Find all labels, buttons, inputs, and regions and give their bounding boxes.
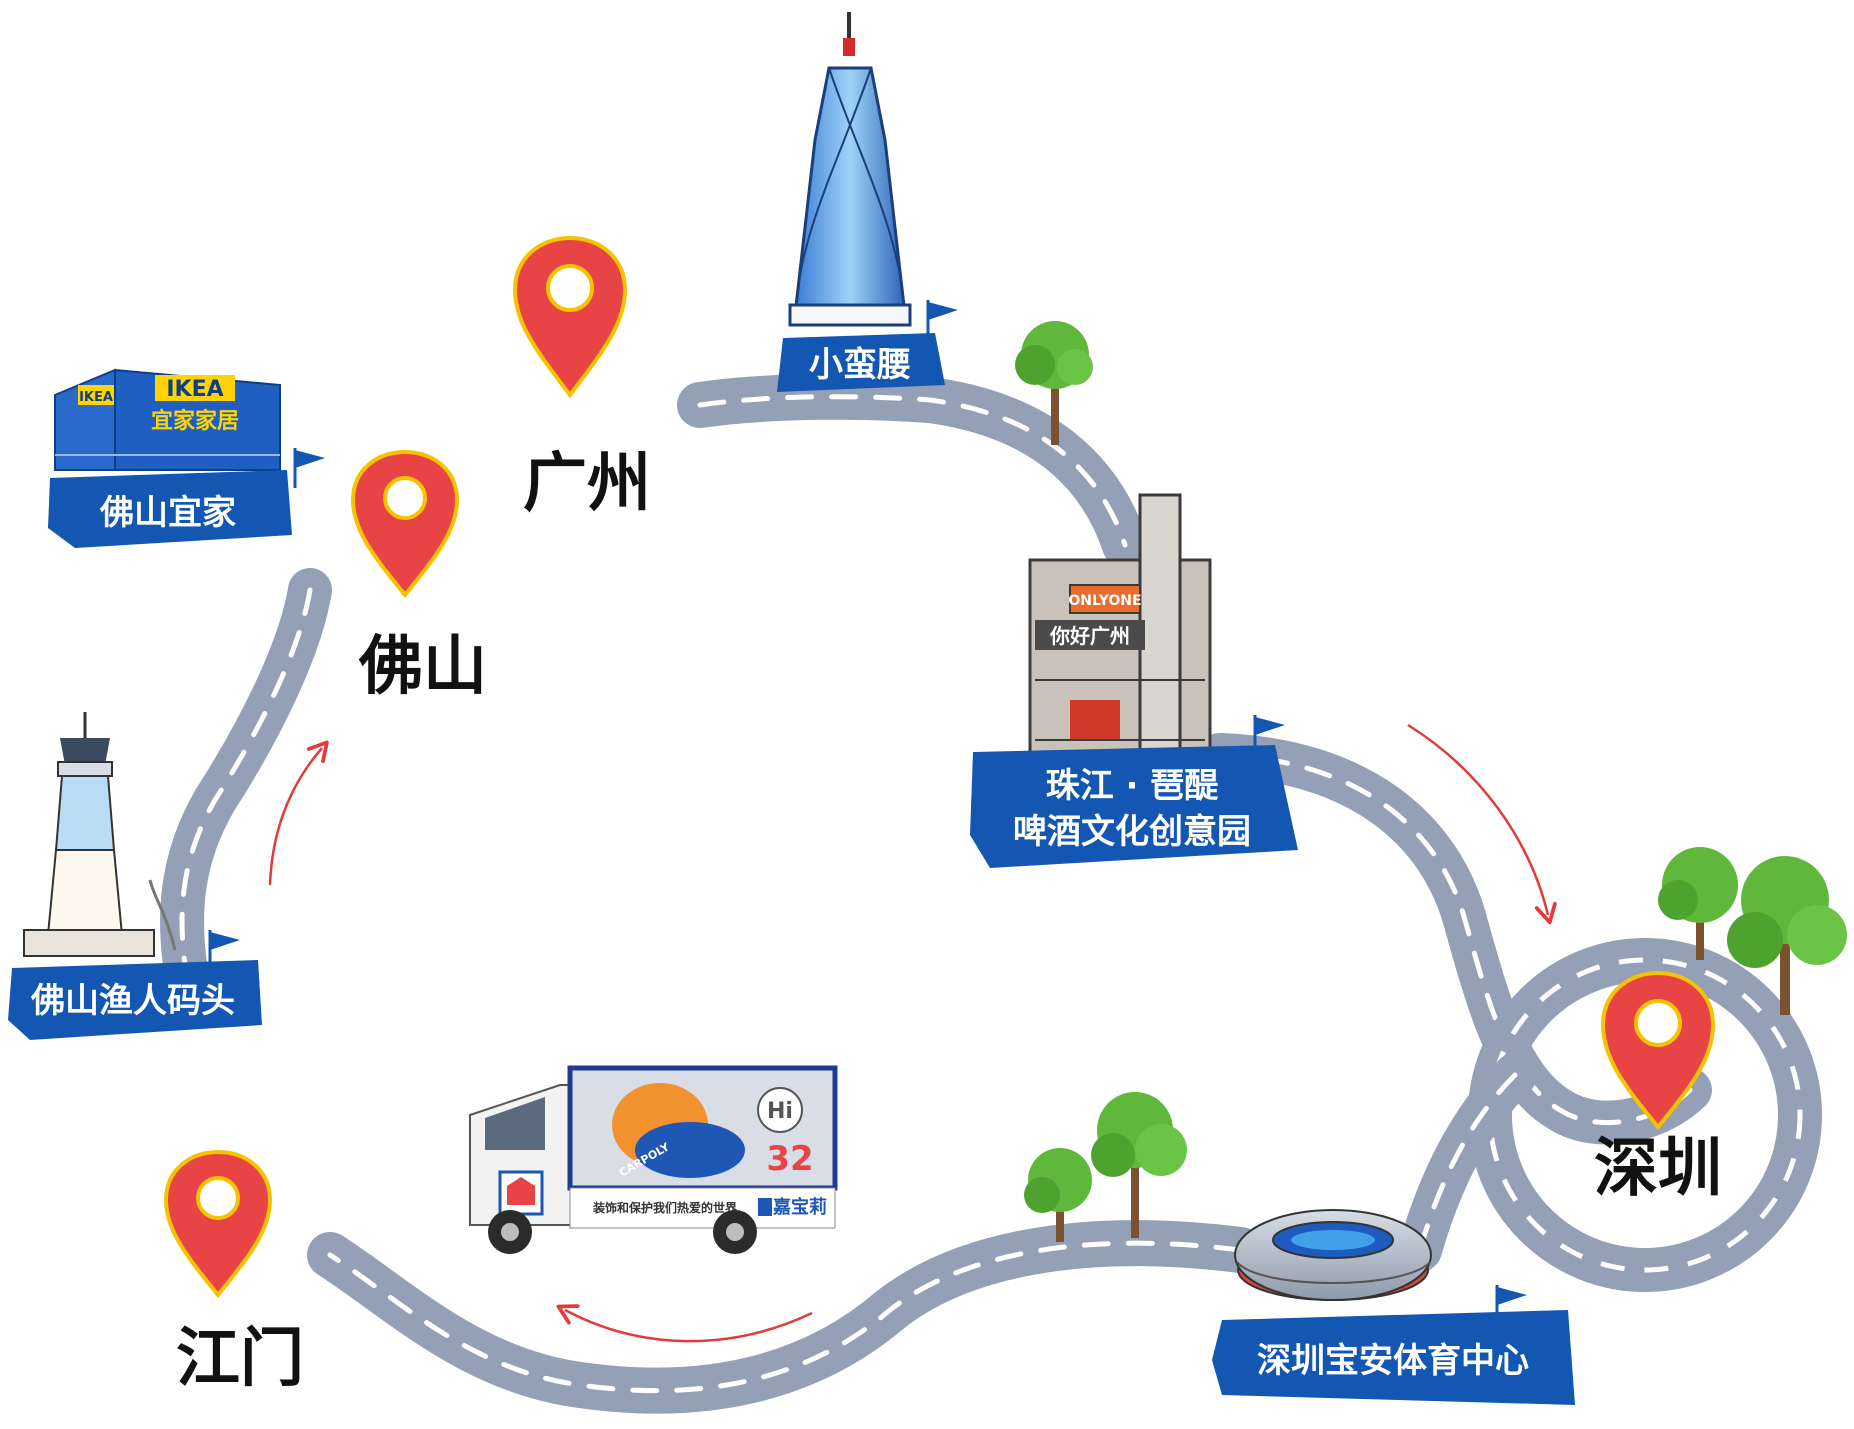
- label-baoan-stadium: 深圳宝安体育中心: [1257, 1341, 1529, 1381]
- tree-icon: [1024, 1148, 1092, 1242]
- stadium-illustration: [1234, 1209, 1432, 1301]
- tree-icon: [1727, 856, 1847, 1015]
- canton-tower-illustration: [788, 12, 912, 327]
- city-label-guangzhou: 广州: [523, 447, 651, 521]
- truck-big-number: 32: [766, 1139, 813, 1179]
- brewery-illustration: ONLYONE 你好广州: [1028, 493, 1212, 762]
- road-to-stadium: [1398, 1053, 1537, 1272]
- brewery-neon-sign: ONLYONE: [1068, 593, 1141, 609]
- city-labels: 广州 佛山 深圳 江门: [176, 447, 1722, 1396]
- location-pins: [163, 235, 1716, 1299]
- label-foshan-ikea: 佛山宜家: [99, 493, 236, 533]
- truck-greeting-bubble: Hi: [767, 1099, 793, 1124]
- trees: [1015, 321, 1847, 1242]
- ikea-store-illustration: IKEA IKEA 宜家家居: [54, 368, 281, 471]
- ikea-logo-small: IKEA: [79, 390, 113, 405]
- city-label-shenzhen: 深圳: [1594, 1132, 1722, 1206]
- label-canton-tower: 小蛮腰: [809, 345, 911, 385]
- banner-canton-tower: 小蛮腰: [777, 333, 945, 392]
- flags: [208, 300, 1527, 1325]
- road-to-shenzhen: [1198, 733, 1712, 1145]
- location-pin-icon: [350, 449, 460, 599]
- banner-foshan-ikea: 佛山宜家: [48, 470, 292, 548]
- road-network: [160, 373, 1822, 1414]
- ikea-sign: 宜家家居: [151, 408, 239, 434]
- location-pin-icon: [163, 1149, 273, 1299]
- road-guangzhou: [677, 373, 1148, 568]
- direction-arrows: [268, 723, 1557, 1343]
- city-label-jiangmen: 江门: [176, 1322, 304, 1396]
- banner-fisherman-wharf: 佛山渔人码头: [8, 960, 262, 1040]
- direction-arrow-icon: [556, 1304, 813, 1343]
- direction-arrow-icon: [268, 740, 329, 886]
- label-fisherman-wharf: 佛山渔人码头: [30, 981, 235, 1021]
- city-label-foshan: 佛山: [358, 630, 487, 704]
- flag-icon: [293, 448, 325, 488]
- location-pin-icon: [1600, 970, 1716, 1131]
- tree-icon: [1658, 847, 1738, 960]
- banner-zhujiang-pipa: 珠江 · 琶醍 啤酒文化创意园: [970, 745, 1298, 868]
- lighthouse-illustration: [23, 712, 177, 957]
- brewery-greeting-sign: 你好广州: [1049, 624, 1130, 648]
- road-to-jiangmen: [307, 1220, 1263, 1414]
- label-zhujiang-pipa-line1: 珠江 · 琶醍: [1046, 766, 1220, 806]
- ikea-logo: IKEA: [166, 377, 223, 402]
- truck-brand-cn: 嘉宝莉: [772, 1196, 827, 1218]
- direction-arrow-icon: [1407, 723, 1557, 925]
- tree-icon: [1015, 321, 1093, 445]
- landmark-banners: 小蛮腰 佛山宜家 佛山渔人码头 珠江 · 琶醍 啤酒文化创意园 深圳宝安体育中心: [8, 333, 1575, 1405]
- advertising-truck-illustration: Hi 32 CARPOLY 装饰和保护我们热爱的世界 嘉宝莉: [469, 1065, 838, 1254]
- location-pin-icon: [512, 235, 628, 399]
- label-zhujiang-pipa-line2: 啤酒文化创意园: [1013, 812, 1251, 852]
- road-foshan: [160, 568, 332, 1017]
- truck-slogan: 装饰和保护我们热爱的世界: [592, 1200, 737, 1215]
- tree-icon: [1091, 1092, 1187, 1238]
- banner-baoan-stadium: 深圳宝安体育中心: [1212, 1310, 1575, 1405]
